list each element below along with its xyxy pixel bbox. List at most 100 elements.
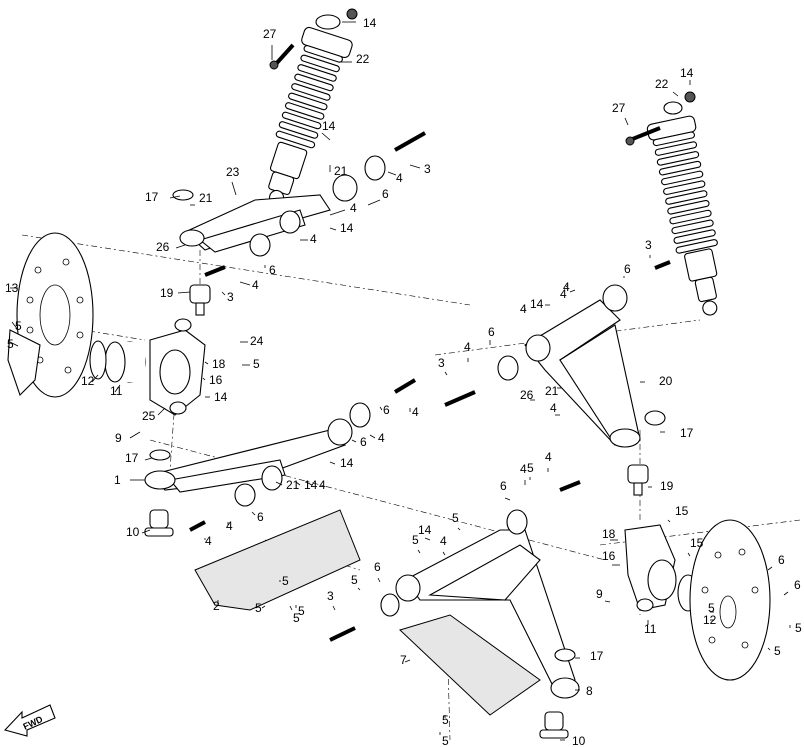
- callout-number: 14: [418, 523, 432, 537]
- left-lower-a-arm: [144, 402, 371, 507]
- right-lower-a-arm: [380, 509, 580, 699]
- callout-number: 6: [624, 262, 631, 276]
- callout-leader: [141, 529, 151, 534]
- callout-number: 17: [590, 649, 604, 663]
- callout-leader: [667, 519, 671, 523]
- callout-number: 5: [298, 604, 305, 618]
- callout-number: 6: [488, 325, 495, 339]
- callout-number: 23: [226, 165, 240, 179]
- callout-number: 14: [680, 66, 694, 80]
- callout-leader: [387, 171, 397, 176]
- callout-number: 24: [250, 334, 264, 348]
- callout-number: 11: [110, 384, 123, 398]
- nut-14-top-right: [684, 91, 696, 103]
- ball-joint-right-10: [539, 711, 569, 739]
- callout-number: 21: [286, 478, 300, 492]
- callout-number: 3: [438, 356, 445, 370]
- callout-leader: [504, 497, 511, 501]
- callout-number: 5: [452, 511, 459, 525]
- callout-number: 4: [378, 431, 385, 445]
- left-hub-bearing: [104, 341, 146, 383]
- callout-number: 6: [257, 510, 264, 524]
- callout-leader: [239, 281, 251, 286]
- callout-number: 18: [212, 357, 226, 371]
- callout-number: 4: [563, 280, 570, 294]
- bolt-3-left-lower-rear: [189, 520, 206, 532]
- left-disc-guard: [7, 329, 41, 397]
- callout-number: 19: [660, 479, 674, 493]
- ball-joint-left-10: [144, 509, 174, 537]
- callout-leader: [321, 132, 331, 141]
- callout-number: 14: [363, 16, 377, 30]
- callout-number: 15: [675, 504, 689, 518]
- callout-number: 9: [115, 431, 122, 445]
- callout-leader: [332, 605, 336, 611]
- callout-number: 6: [382, 187, 389, 201]
- callout-leader: [409, 164, 421, 169]
- callout-leader: [379, 406, 383, 411]
- callout-number: 3: [327, 589, 334, 603]
- callout-leader: [442, 551, 446, 556]
- callout-leader: [404, 659, 411, 663]
- callout-number: 6: [794, 578, 801, 592]
- callout-number: 9: [596, 587, 603, 601]
- forward-direction-arrow: FWD: [3, 704, 56, 737]
- callout-leader: [369, 434, 376, 439]
- snap-ring-17-right: [644, 410, 666, 426]
- callout-number: 6: [778, 553, 785, 567]
- callout-number: 6: [269, 263, 276, 277]
- callout-leader: [367, 199, 381, 206]
- callout-leader-lines: [9, 21, 791, 741]
- bolt-3-left-upper: [394, 131, 426, 152]
- right-shock-top-bushing: [663, 101, 683, 115]
- callout-number: 16: [209, 373, 223, 387]
- bolt-3-right-lower-rear: [329, 626, 356, 642]
- callout-number: 5: [282, 574, 289, 588]
- callout-leader: [565, 284, 569, 288]
- callout-number: 5: [15, 319, 22, 333]
- callout-number: 4: [560, 287, 567, 301]
- left-skid-plate: [194, 509, 361, 611]
- callout-leader: [11, 321, 19, 331]
- callout-number: 4: [226, 519, 233, 533]
- callout-number: 14: [530, 297, 544, 311]
- bolt-3-right-upper: [654, 260, 671, 270]
- callout-number: 19: [160, 286, 174, 300]
- callout-leader: [175, 244, 186, 249]
- callout-number: 4: [520, 302, 527, 316]
- callout-number: 7: [400, 653, 407, 667]
- callout-number: 4: [412, 405, 419, 419]
- callout-number: 4: [464, 340, 471, 354]
- callout-number: 6: [383, 403, 390, 417]
- callout-leader: [377, 577, 381, 583]
- callout-number: 17: [680, 426, 694, 440]
- callout-number: 4: [350, 201, 357, 215]
- callout-number: 22: [655, 77, 669, 91]
- callout-leader: [204, 361, 209, 365]
- callout-leader: [351, 439, 357, 443]
- callout-number: 6: [374, 560, 381, 574]
- callout-leader: [275, 481, 283, 486]
- callout-number: 4: [520, 462, 527, 476]
- callout-number: 5: [527, 461, 534, 475]
- callout-leader: [295, 481, 301, 486]
- callout-number: 27: [263, 27, 277, 41]
- callout-leader: [329, 209, 346, 216]
- right-skid-plate: [399, 614, 541, 716]
- callout-number: 5: [795, 621, 802, 635]
- callout-number: 5: [7, 337, 14, 351]
- callout-leader: [251, 511, 256, 516]
- snap-ring-17-left: [149, 449, 171, 461]
- callout-number: 4: [545, 450, 552, 464]
- callout-number: 17: [125, 451, 139, 465]
- ball-joint-left-19: [189, 284, 211, 316]
- callout-number: 12: [81, 374, 95, 388]
- left-steering-knuckle: [149, 318, 206, 416]
- callout-leader: [9, 341, 19, 347]
- callout-leader: [357, 587, 361, 591]
- callout-number: 3: [227, 290, 234, 304]
- callout-leader: [767, 647, 771, 651]
- callout-number: 4: [310, 232, 317, 246]
